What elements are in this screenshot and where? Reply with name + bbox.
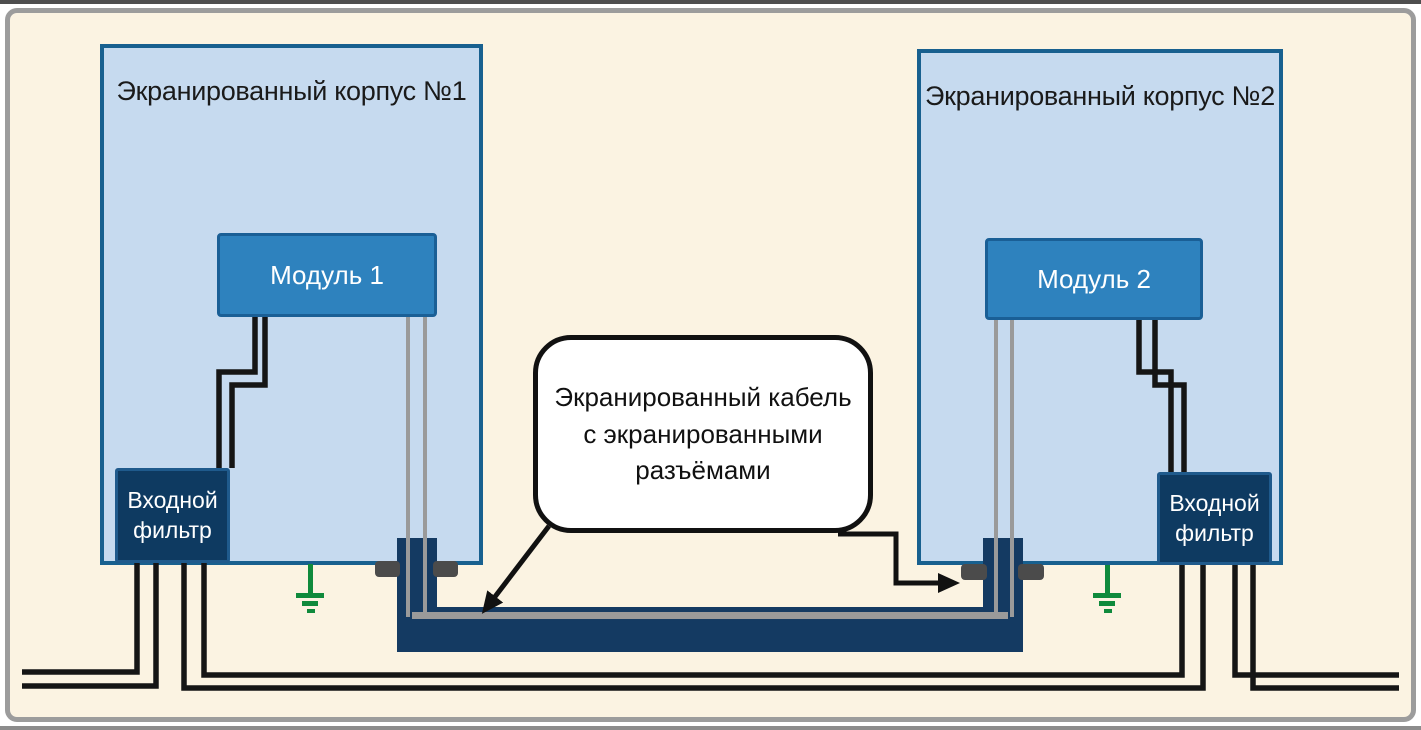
bottom-edge-shadow [0,726,1421,730]
callout-line-2: с экранированными [583,418,823,449]
input-filter-2-label: Входной фильтр [1169,489,1260,546]
input-filter-2-box: Входной фильтр [1157,472,1272,565]
enclosure-1-title: Экранированный корпус №1 [116,76,467,106]
callout-line-1: Экранированный кабель [554,381,852,412]
callout-line-3: разъёмами [635,455,771,486]
input-filter-1-label: Входной фильтр [127,486,218,543]
enclosure-2-title: Экранированный корпус №2 [925,81,1275,111]
input-filter-1-box: Входной фильтр [115,468,230,563]
callout-bubble: Экранированный кабель с экранированными … [533,335,873,533]
top-edge-shadow [0,0,1421,4]
module-2-label: Модуль 2 [1037,263,1151,294]
module-1-box: Модуль 1 [217,233,437,317]
module-1-label: Модуль 1 [270,259,384,290]
module-2-box: Модуль 2 [985,238,1203,320]
